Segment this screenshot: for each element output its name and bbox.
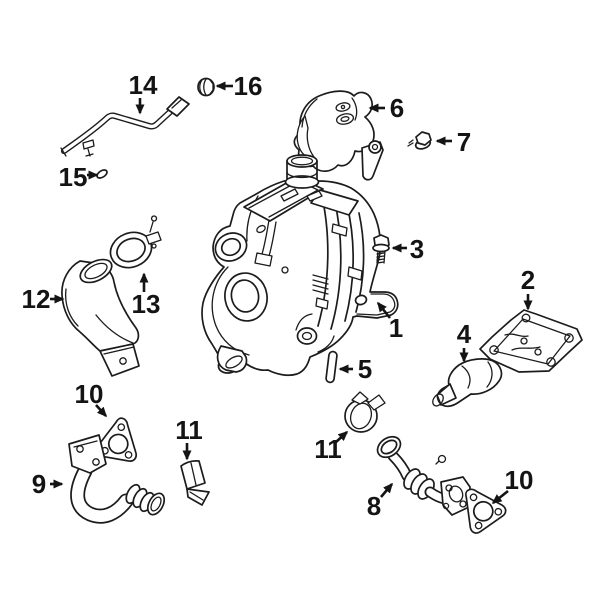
callout-4-label: 4: [457, 319, 472, 349]
callout-13-label: 13: [132, 289, 161, 319]
part-3-bolt-illustration: [372, 234, 390, 264]
callout-10b-label: 10: [505, 465, 534, 495]
callout-12-label: 12: [22, 284, 51, 314]
callout-5: 5: [338, 354, 372, 384]
callout-14-label: 14: [129, 70, 158, 100]
callout-16-label: 16: [234, 71, 263, 101]
callout-7: 7: [435, 127, 471, 157]
part-1-turbocharger-illustration: [201, 154, 399, 377]
callout-11b: 11: [314, 430, 349, 464]
callout-3: 3: [391, 234, 424, 264]
callout-10a: 10: [75, 379, 108, 418]
callout-2-label: 2: [521, 265, 535, 295]
callout-3-label: 3: [410, 234, 424, 264]
part-4-heat-shield-boot-illustration: [432, 358, 503, 408]
callout-1: 1: [376, 301, 403, 343]
part-7-bolt-illustration: [407, 131, 432, 150]
callout-11a: 11: [175, 415, 203, 461]
part-11-clamp-illustration: [344, 391, 386, 433]
callout-10b: 10: [491, 465, 534, 505]
callout-8: 8: [367, 482, 393, 521]
part-2-bracket-plate-illustration: [479, 309, 583, 373]
callout-8-label: 8: [367, 491, 381, 521]
callout-14: 14: [129, 70, 158, 115]
part-9-exhaust-pipe-illustration: [68, 434, 166, 524]
callout-13: 13: [132, 272, 161, 319]
part-12-elbow-duct-illustration: [61, 258, 140, 377]
callout-9: 9: [32, 469, 64, 499]
callout-12: 12: [22, 284, 65, 314]
callout-11a-label: 11: [175, 415, 203, 445]
part-8-outlet-pipe-illustration: [376, 435, 471, 516]
callout-2: 2: [521, 265, 535, 311]
callout-5-label: 5: [358, 354, 372, 384]
callout-16: 16: [215, 71, 263, 101]
callout-6: 6: [368, 93, 404, 123]
callout-1-label: 1: [389, 313, 403, 343]
callout-9-label: 9: [32, 469, 46, 499]
part-15-o-ring-illustration: [96, 169, 108, 179]
part-10-gasket-left-illustration: [95, 417, 138, 462]
callout-8-arrow: [380, 482, 393, 498]
part-13-clamp-illustration: [109, 215, 162, 269]
part-10-gasket-right-illustration: [465, 488, 507, 534]
part-5-stud-highlighted-illustration: [325, 350, 338, 384]
callout-10a-label: 10: [75, 379, 104, 409]
part-illustrations: [60, 77, 583, 534]
callout-11b-label: 11: [314, 434, 342, 464]
callout-1-arrow: [376, 301, 392, 319]
callout-7-label: 7: [457, 127, 471, 157]
callout-10a-arrow: [95, 404, 108, 418]
part-14-oil-tube-illustration: [60, 96, 190, 157]
callout-15: 15: [59, 162, 99, 192]
part-11-bracket-illustration: [180, 460, 210, 506]
callout-6-label: 6: [390, 93, 404, 123]
callout-15-label: 15: [59, 162, 88, 192]
callout-4: 4: [457, 319, 472, 363]
callout-10b-arrow: [491, 489, 509, 505]
part-16-plug-illustration: [197, 77, 215, 97]
callout-11b-arrow: [335, 430, 349, 443]
